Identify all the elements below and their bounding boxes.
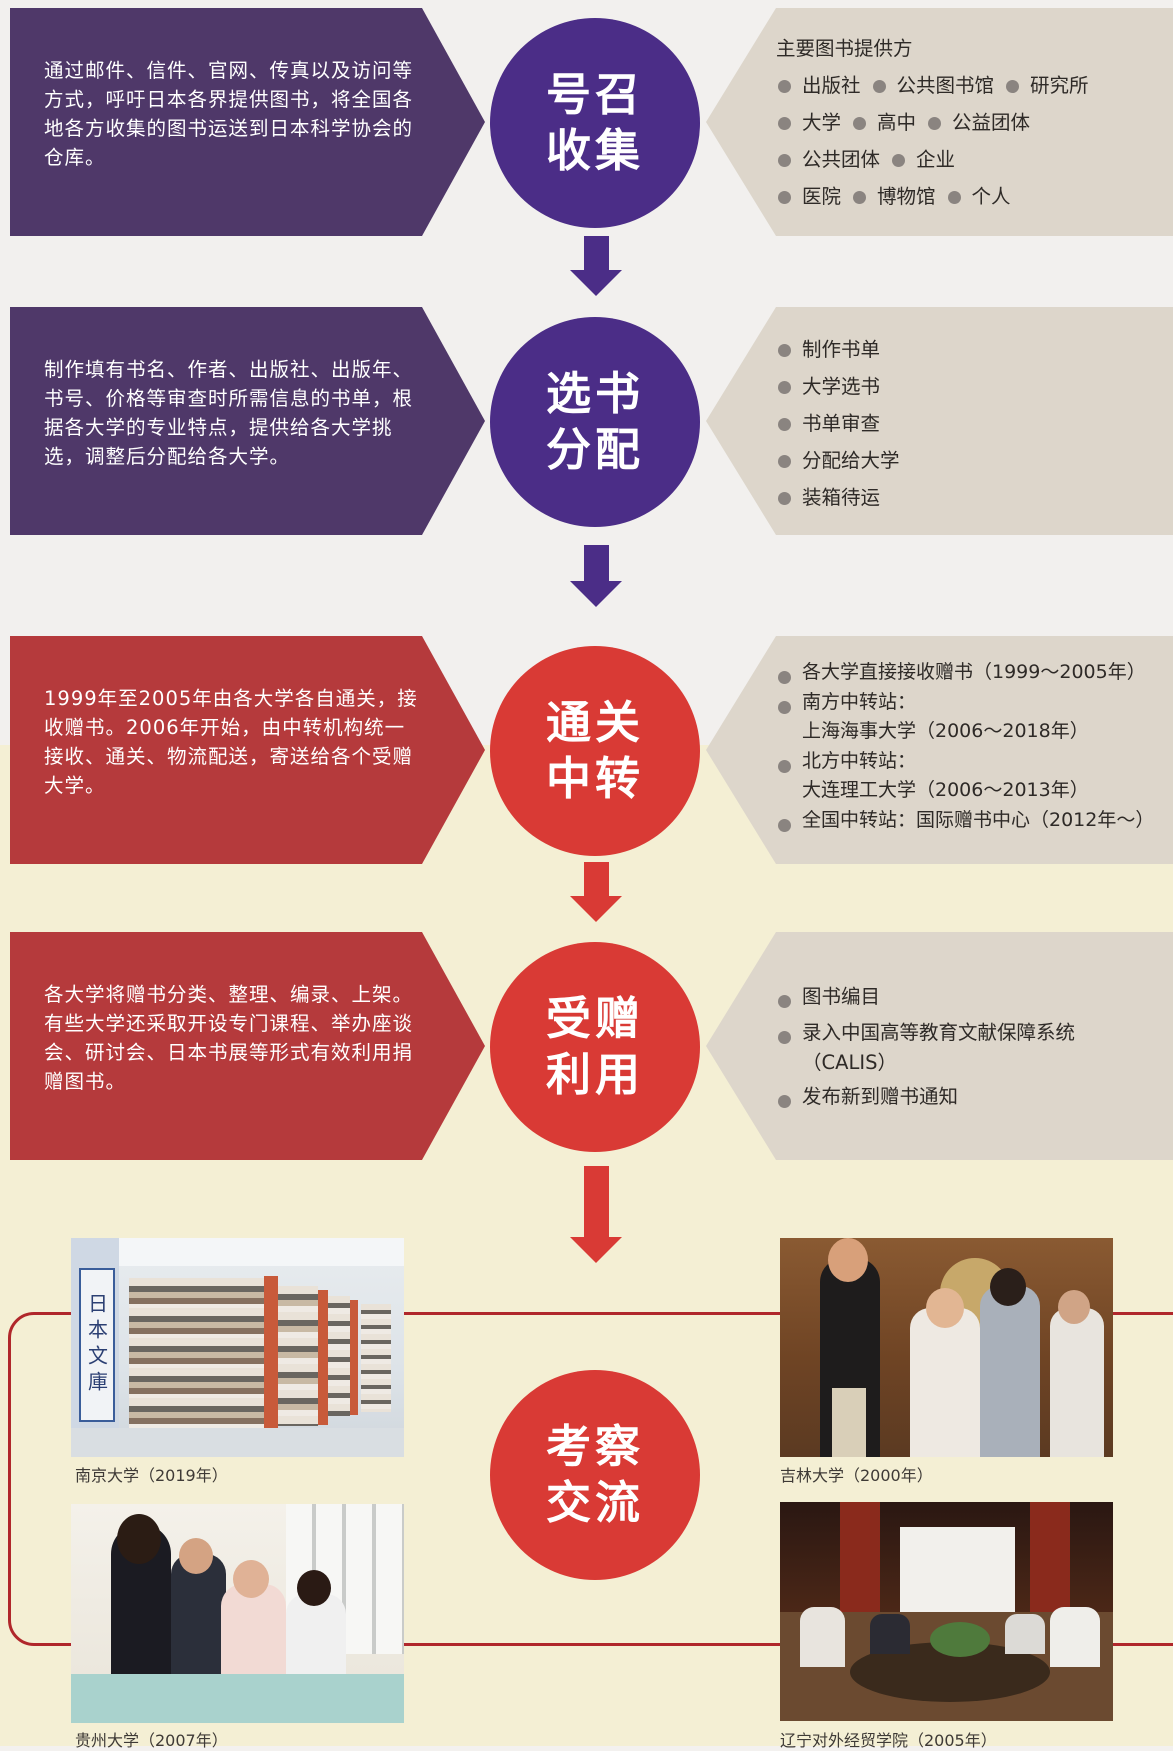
step-title-line2: 分配: [545, 423, 644, 476]
step-description-banner: 通过邮件、信件、官网、传真以及访问等方式，呼吁日本各界提供图书，将全国各地各方收…: [10, 8, 485, 236]
step-title-line2: 利用: [545, 1048, 644, 1101]
photo-caption: 吉林大学（2000年）: [780, 1466, 933, 1485]
step-item-list: 各大学直接接收赠书（1999～2005年） 南方中转站： 上海海事大学（2006…: [776, 658, 1154, 835]
step-title-line1: 通关: [545, 696, 644, 749]
step-title-circle: 通关 中转: [490, 646, 700, 856]
step-title-circle: 号召 收集: [490, 18, 700, 228]
provider-row: 医院博物馆个人: [776, 178, 1099, 215]
step-title-circle: 受赠 利用: [490, 942, 700, 1152]
photo-caption: 辽宁对外经贸学院（2005年）: [780, 1731, 997, 1750]
provider-item: 医院: [776, 178, 841, 215]
list-item: 录入中国高等教育文献保障系统: [776, 1018, 1075, 1048]
step-description-banner: 各大学将赠书分类、整理、编录、上架。有些大学还采取开设专门课程、举办座谈会、研讨…: [10, 932, 485, 1160]
step-title-line2: 中转: [545, 752, 644, 805]
step-item-list: 图书编目 录入中国高等教育文献保障系统 （CALIS） 发布新到赠书通知: [776, 982, 1075, 1112]
provider-item: 高中: [851, 104, 916, 141]
step-description-banner: 1999年至2005年由各大学各自通关，接收赠书。2006年开始，由中转机构统一…: [10, 636, 485, 864]
provider-item: 出版社: [776, 67, 861, 104]
list-item: 装箱待运: [776, 479, 900, 516]
provider-row: 大学高中公益团体: [776, 104, 1099, 141]
provider-item: 大学: [776, 104, 841, 141]
step-title-line1: 选书: [545, 367, 644, 420]
exchange-frame: [8, 1312, 1173, 1646]
library-sign: 日本文庫: [79, 1268, 115, 1422]
list-item-detail: （CALIS）: [802, 1051, 897, 1074]
step-description: 制作填有书名、作者、出版社、出版年、书号、价格等审查时所需信息的书单，根据各大学…: [44, 358, 414, 468]
provider-item: 公共图书馆: [871, 67, 994, 104]
step-detail-panel: [706, 932, 1173, 1160]
provider-item: 公共团体: [776, 141, 880, 178]
step-description: 通过邮件、信件、官网、传真以及访问等方式，呼吁日本各界提供图书，将全国各地各方收…: [44, 59, 414, 169]
list-item: 全国中转站：国际赠书中心（2012年～）: [776, 806, 1154, 836]
step-description-banner: 制作填有书名、作者、出版社、出版年、书号、价格等审查时所需信息的书单，根据各大学…: [10, 307, 485, 535]
list-item: 北方中转站：: [776, 747, 1154, 777]
list-item-detail: 大连理工大学（2006～2013年）: [802, 779, 1089, 801]
photo-library: 日本文庫: [71, 1238, 404, 1457]
step-title-line1: 受赠: [545, 992, 644, 1045]
step-description: 各大学将赠书分类、整理、编录、上架。有些大学还采取开设专门课程、举办座谈会、研讨…: [44, 983, 414, 1093]
photo-caption: 贵州大学（2007年）: [75, 1731, 228, 1750]
step-customs: 1999年至2005年由各大学各自通关，接收赠书。2006年开始，由中转机构统一…: [0, 636, 1173, 864]
step-select: 制作填有书名、作者、出版社、出版年、书号、价格等审查时所需信息的书单，根据各大学…: [0, 307, 1173, 535]
list-item: 大学选书: [776, 368, 900, 405]
step-title-line2: 收集: [545, 124, 644, 177]
provider-list-heading: 主要图书提供方: [776, 37, 913, 60]
photo-conference: [780, 1502, 1113, 1721]
photo-caption: 南京大学（2019年）: [75, 1466, 228, 1485]
step-collect: 通过邮件、信件、官网、传真以及访问等方式，呼吁日本各界提供图书，将全国各地各方收…: [0, 8, 1173, 236]
step-title-line2: 交流: [545, 1476, 644, 1529]
provider-list: 主要图书提供方 出版社公共图书馆研究所 大学高中公益团体 公共团体企业 医院博物…: [776, 30, 1099, 215]
step-use: 各大学将赠书分类、整理、编录、上架。有些大学还采取开设专门课程、举办座谈会、研讨…: [0, 932, 1173, 1160]
list-item: 分配给大学: [776, 442, 900, 479]
provider-row: 公共团体企业: [776, 141, 1099, 178]
list-item: 发布新到赠书通知: [776, 1082, 1075, 1112]
list-item: 制作书单: [776, 331, 900, 368]
provider-item: 企业: [890, 141, 955, 178]
provider-item: 博物馆: [851, 178, 936, 215]
list-item: 图书编目: [776, 982, 1075, 1012]
list-item: 各大学直接接收赠书（1999～2005年）: [776, 658, 1154, 688]
provider-item: 个人: [946, 178, 1011, 215]
provider-item: 研究所: [1004, 67, 1089, 104]
list-item: 南方中转站：: [776, 688, 1154, 718]
step-title-circle: 选书 分配: [490, 317, 700, 527]
step-description: 1999年至2005年由各大学各自通关，接收赠书。2006年开始，由中转机构统一…: [44, 687, 418, 797]
step-title-line1: 考察: [545, 1420, 644, 1473]
step-title-line1: 号召: [545, 68, 644, 121]
list-item-detail: 上海海事大学（2006～2018年）: [802, 720, 1089, 742]
provider-item: 公益团体: [926, 104, 1030, 141]
photo-students: [71, 1504, 404, 1723]
step-item-list: 制作书单 大学选书 书单审查 分配给大学 装箱待运: [776, 331, 900, 516]
provider-row: 出版社公共图书馆研究所: [776, 67, 1099, 104]
list-item: 书单审查: [776, 405, 900, 442]
photo-meeting: [780, 1238, 1113, 1457]
final-step-circle: 考察 交流: [490, 1370, 700, 1580]
